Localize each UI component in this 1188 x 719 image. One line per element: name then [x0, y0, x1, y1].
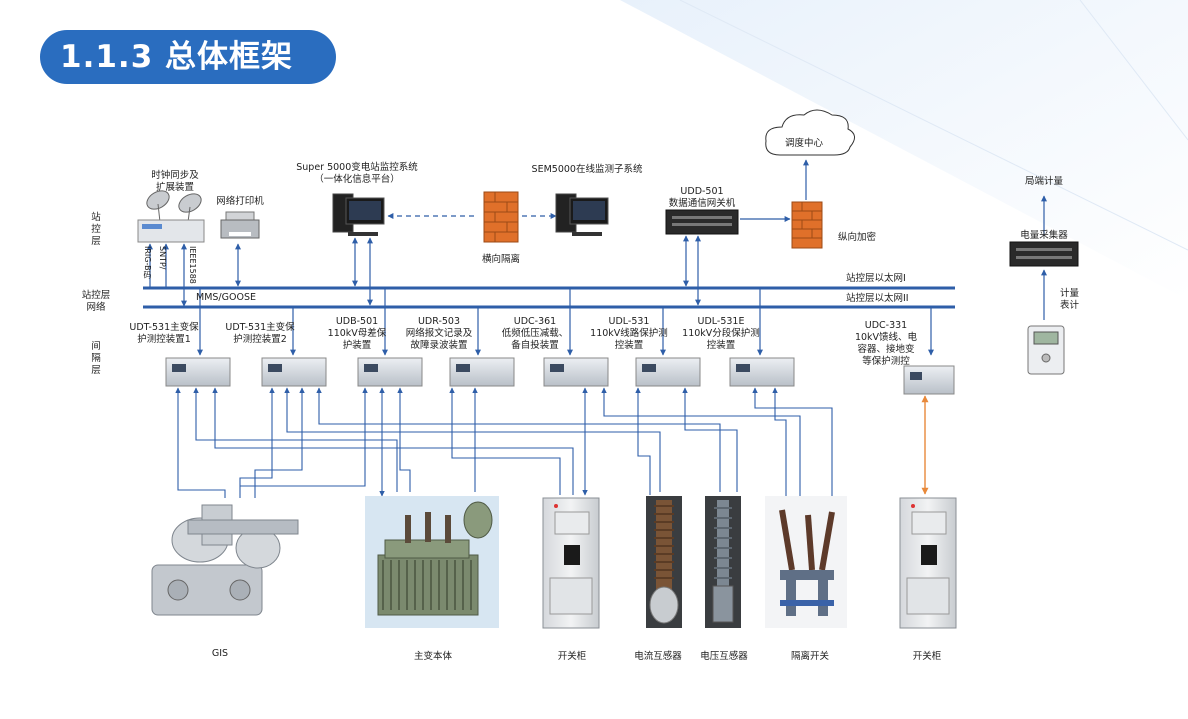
mms-goose-label: MMS/GOOSE: [196, 292, 256, 303]
ethernet-2-label: 站控层以太网II: [846, 293, 909, 304]
station-links: [147, 159, 1047, 320]
meter-icon: [1027, 325, 1065, 375]
bay-device-icon: [543, 357, 609, 387]
sntp-label: SNTP/: [158, 246, 167, 270]
sem5000-label: SEM5000在线监测子系统: [531, 164, 643, 175]
clock-sync-label: 时钟同步及 扩展装置: [151, 170, 199, 193]
bg-decoration: [620, 0, 1188, 300]
printer-icon: [220, 211, 260, 239]
energy-collector-icon: [1009, 241, 1079, 267]
device-label-udl531: UDL-531 110kV线路保护测 控装置: [590, 316, 668, 351]
workstation-icon: [332, 193, 385, 236]
device-label-udl531e: UDL-531E 110kV分段保护测 控装置: [682, 316, 760, 351]
page-title: 1.1.3 总体框架: [40, 30, 336, 84]
bureau-metering-label: 局端计量: [1024, 176, 1063, 187]
device-label-udb501: UDB-501 110kV母差保 护装置: [327, 316, 387, 351]
current-transformer-image: [646, 496, 682, 628]
gateway-label: UDD-501 数据通信网关机: [668, 186, 736, 209]
equipment-label-current-transformer: 电流互感器: [634, 651, 682, 662]
energy-collector-label: 电量采集器: [1020, 230, 1068, 241]
equipment-label-disconnector: 隔离开关: [790, 651, 829, 662]
firewall-icon: [483, 191, 519, 243]
bay-device-icon: [635, 357, 701, 387]
ethernet-1-label: 站控层以太网I: [846, 273, 906, 284]
network-layer-label: 站控层 网络: [81, 290, 111, 313]
voltage-transformer-image: [705, 496, 741, 628]
satellite-dish-icon: [146, 190, 202, 223]
bay-device-icon: [449, 357, 515, 387]
process-wiring: [175, 387, 833, 498]
printer-label: 网络打印机: [216, 196, 264, 207]
bg-line: [1079, 0, 1188, 141]
ieee1588-label: IEEE1588: [188, 246, 197, 284]
meter-label: 计量 表计: [1060, 288, 1080, 311]
switchgear-image: [899, 497, 957, 629]
gis-equipment-image: [151, 504, 299, 616]
bay-device-icon: [729, 357, 795, 387]
bay-device-icon: [261, 357, 327, 387]
bay-layer-label: 间 隔 层: [91, 341, 101, 376]
equipment-label-transformer: 主变本体: [413, 651, 452, 662]
workstation-icon: [555, 193, 609, 236]
device-label-udc361: UDC-361 低频低压减载、 备自投装置: [501, 316, 569, 351]
bay-device-icon: [903, 365, 955, 395]
cloud-icon: [765, 109, 855, 156]
bay-links: [197, 289, 934, 356]
transformer-image: [365, 496, 499, 628]
bay-device-icon: [357, 357, 423, 387]
irigb-label: IRIG-B码: [143, 246, 152, 279]
equipment-label-voltage-transformer: 电压互感器: [700, 651, 748, 662]
device-label-udt531-1: UDT-531主变保 护测控装置1: [129, 322, 199, 345]
disconnector-image: [765, 496, 847, 628]
gateway-device-icon: [665, 209, 739, 235]
bg-line: [679, 0, 1188, 251]
clock-sync-device: [137, 219, 205, 243]
equipment-label-switchgear-1: 开关柜: [557, 651, 587, 662]
horizontal-isolation-label: 横向隔离: [481, 254, 520, 265]
vertical-encryption-label: 纵向加密: [838, 232, 877, 243]
bay-device-icon: [165, 357, 231, 387]
device-label-udt531-2: UDT-531主变保 护测控装置2: [225, 322, 295, 345]
device-label-udr503: UDR-503 网络报文记录及 故障录波装置: [405, 316, 473, 351]
super5000-label: Super 5000变电站监控系统 （一体化信息平台）: [296, 162, 418, 185]
equipment-label-gis: GIS: [211, 648, 229, 659]
equipment-label-switchgear-2: 开关柜: [912, 651, 942, 662]
station-layer-label: 站 控 层: [91, 212, 101, 247]
device-label-udc331: UDC-331 10kV馈线、电 容器、接地变 等保护测控: [854, 320, 918, 367]
dispatch-center-label: 调度中心: [784, 138, 823, 149]
firewall-icon: [791, 201, 823, 249]
switchgear-image: [542, 497, 600, 629]
